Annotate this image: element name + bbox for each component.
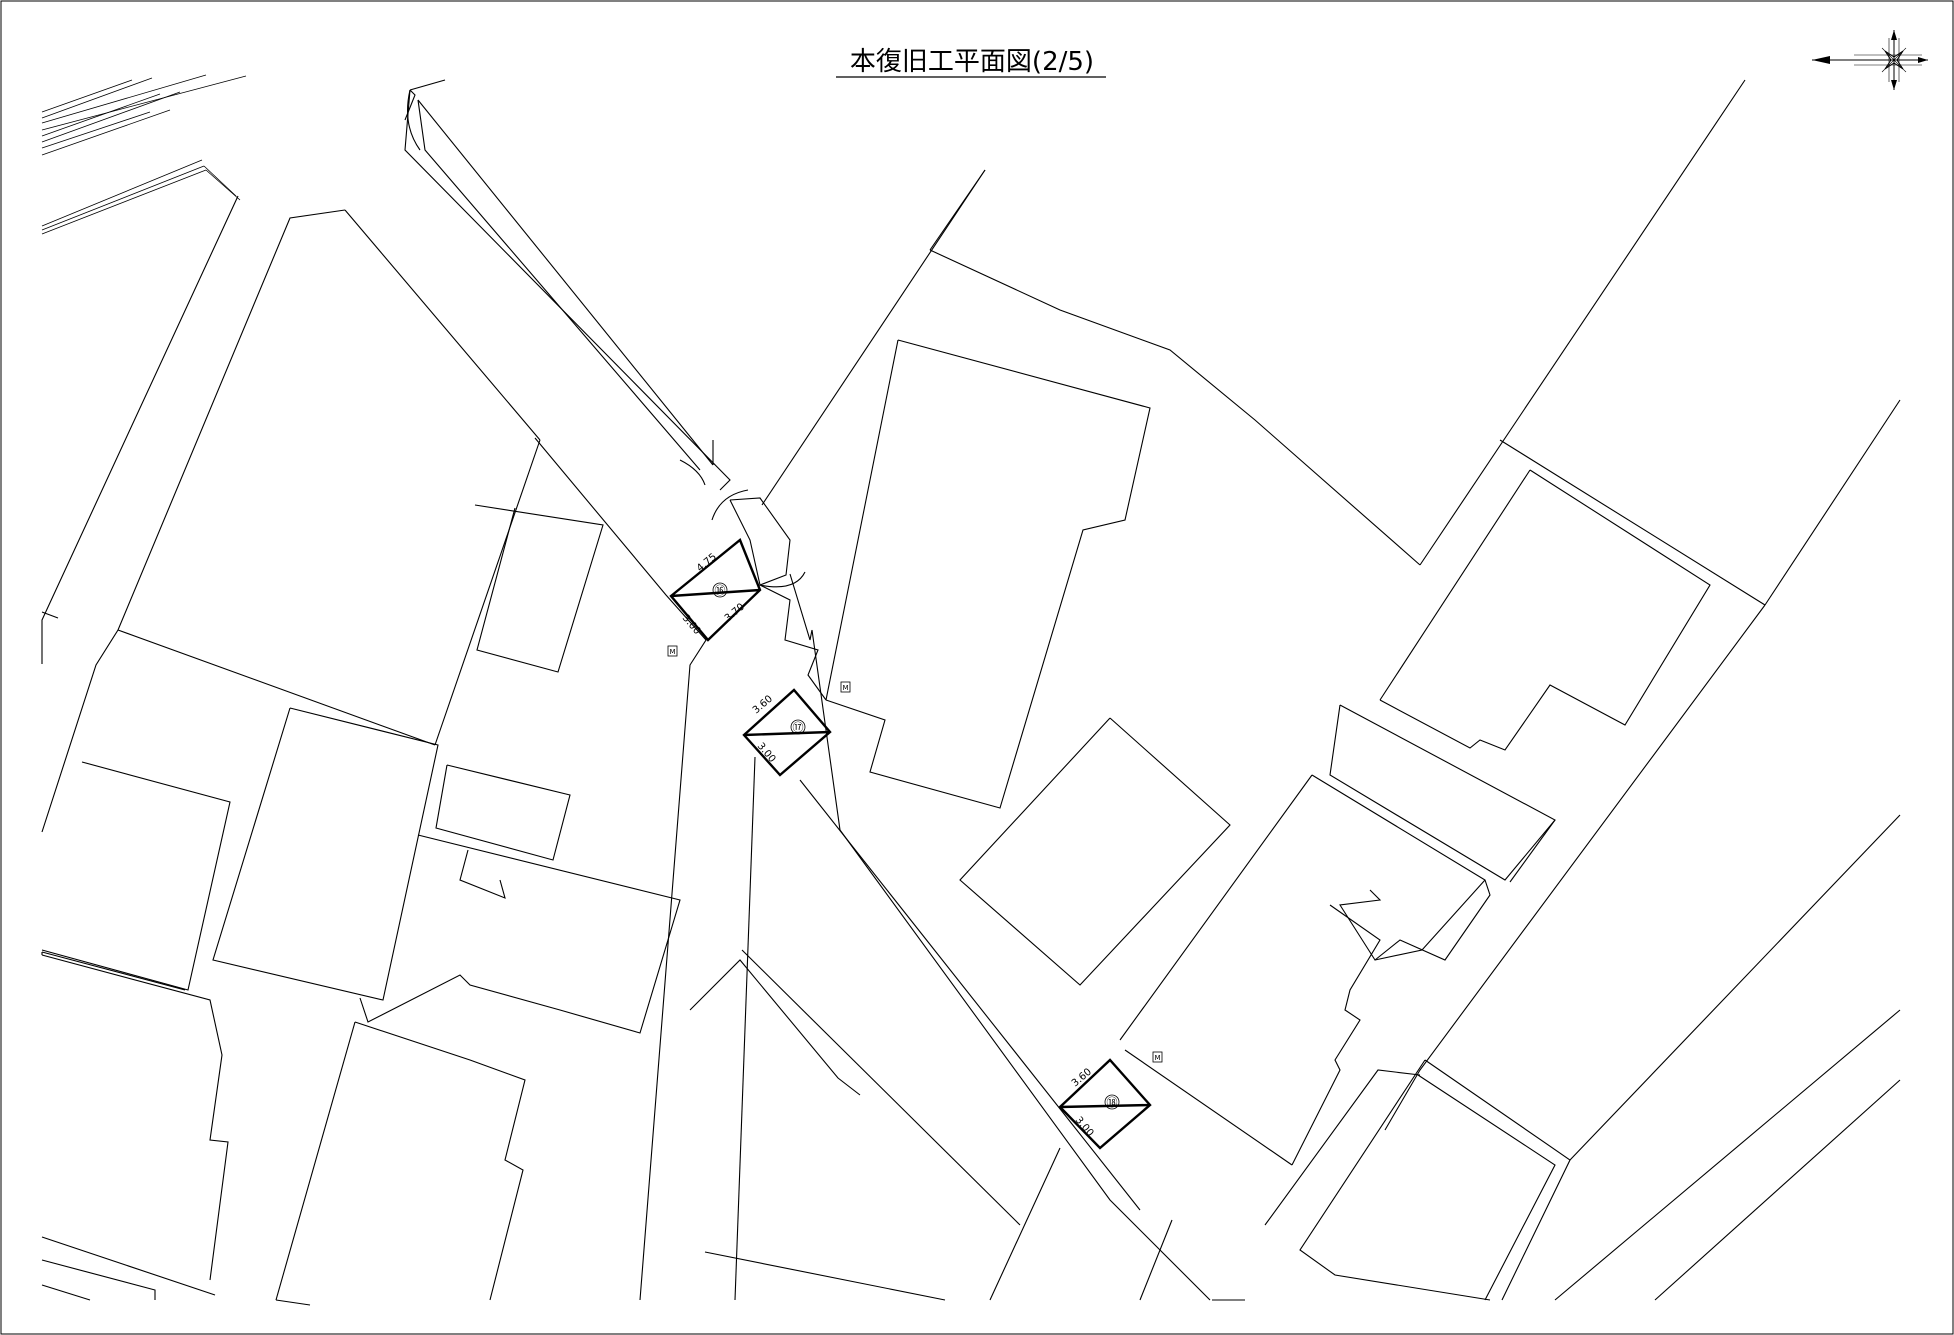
work-area-17: ⑰ 3.60 3.00 <box>742 688 832 777</box>
manhole-marker-icon: M <box>1152 1051 1163 1063</box>
work-area-number: ⑯ <box>715 584 726 597</box>
work-area-number: ⑰ <box>793 721 804 734</box>
dimension-label: 3.60 <box>751 694 775 717</box>
svg-text:M: M <box>842 684 848 692</box>
dimension-label: 3.00 <box>680 613 703 637</box>
parcel-lines <box>41 79 1901 1306</box>
north-arrow-icon <box>1812 30 1928 90</box>
work-area-number: ⑱ <box>1107 1096 1118 1109</box>
work-area-18: ⑱ 3.60 3.00 <box>1058 1058 1152 1150</box>
svg-text:M: M <box>1154 1054 1160 1062</box>
dimension-label: 3.00 <box>1073 1115 1096 1139</box>
title-block: 本復旧工平面図(2/5) <box>836 47 1106 78</box>
drawing-title: 本復旧工平面図(2/5) <box>850 47 1094 77</box>
work-area-16: ⑯ 4.75 3.00 3.70 <box>669 538 762 642</box>
railway-lines <box>41 74 247 235</box>
svg-text:M: M <box>669 648 675 656</box>
manhole-marker-icon: M <box>667 645 678 657</box>
dimension-label: 3.00 <box>755 741 778 765</box>
dimension-label: 4.75 <box>695 552 719 575</box>
manhole-marker-icon: M <box>840 681 851 693</box>
